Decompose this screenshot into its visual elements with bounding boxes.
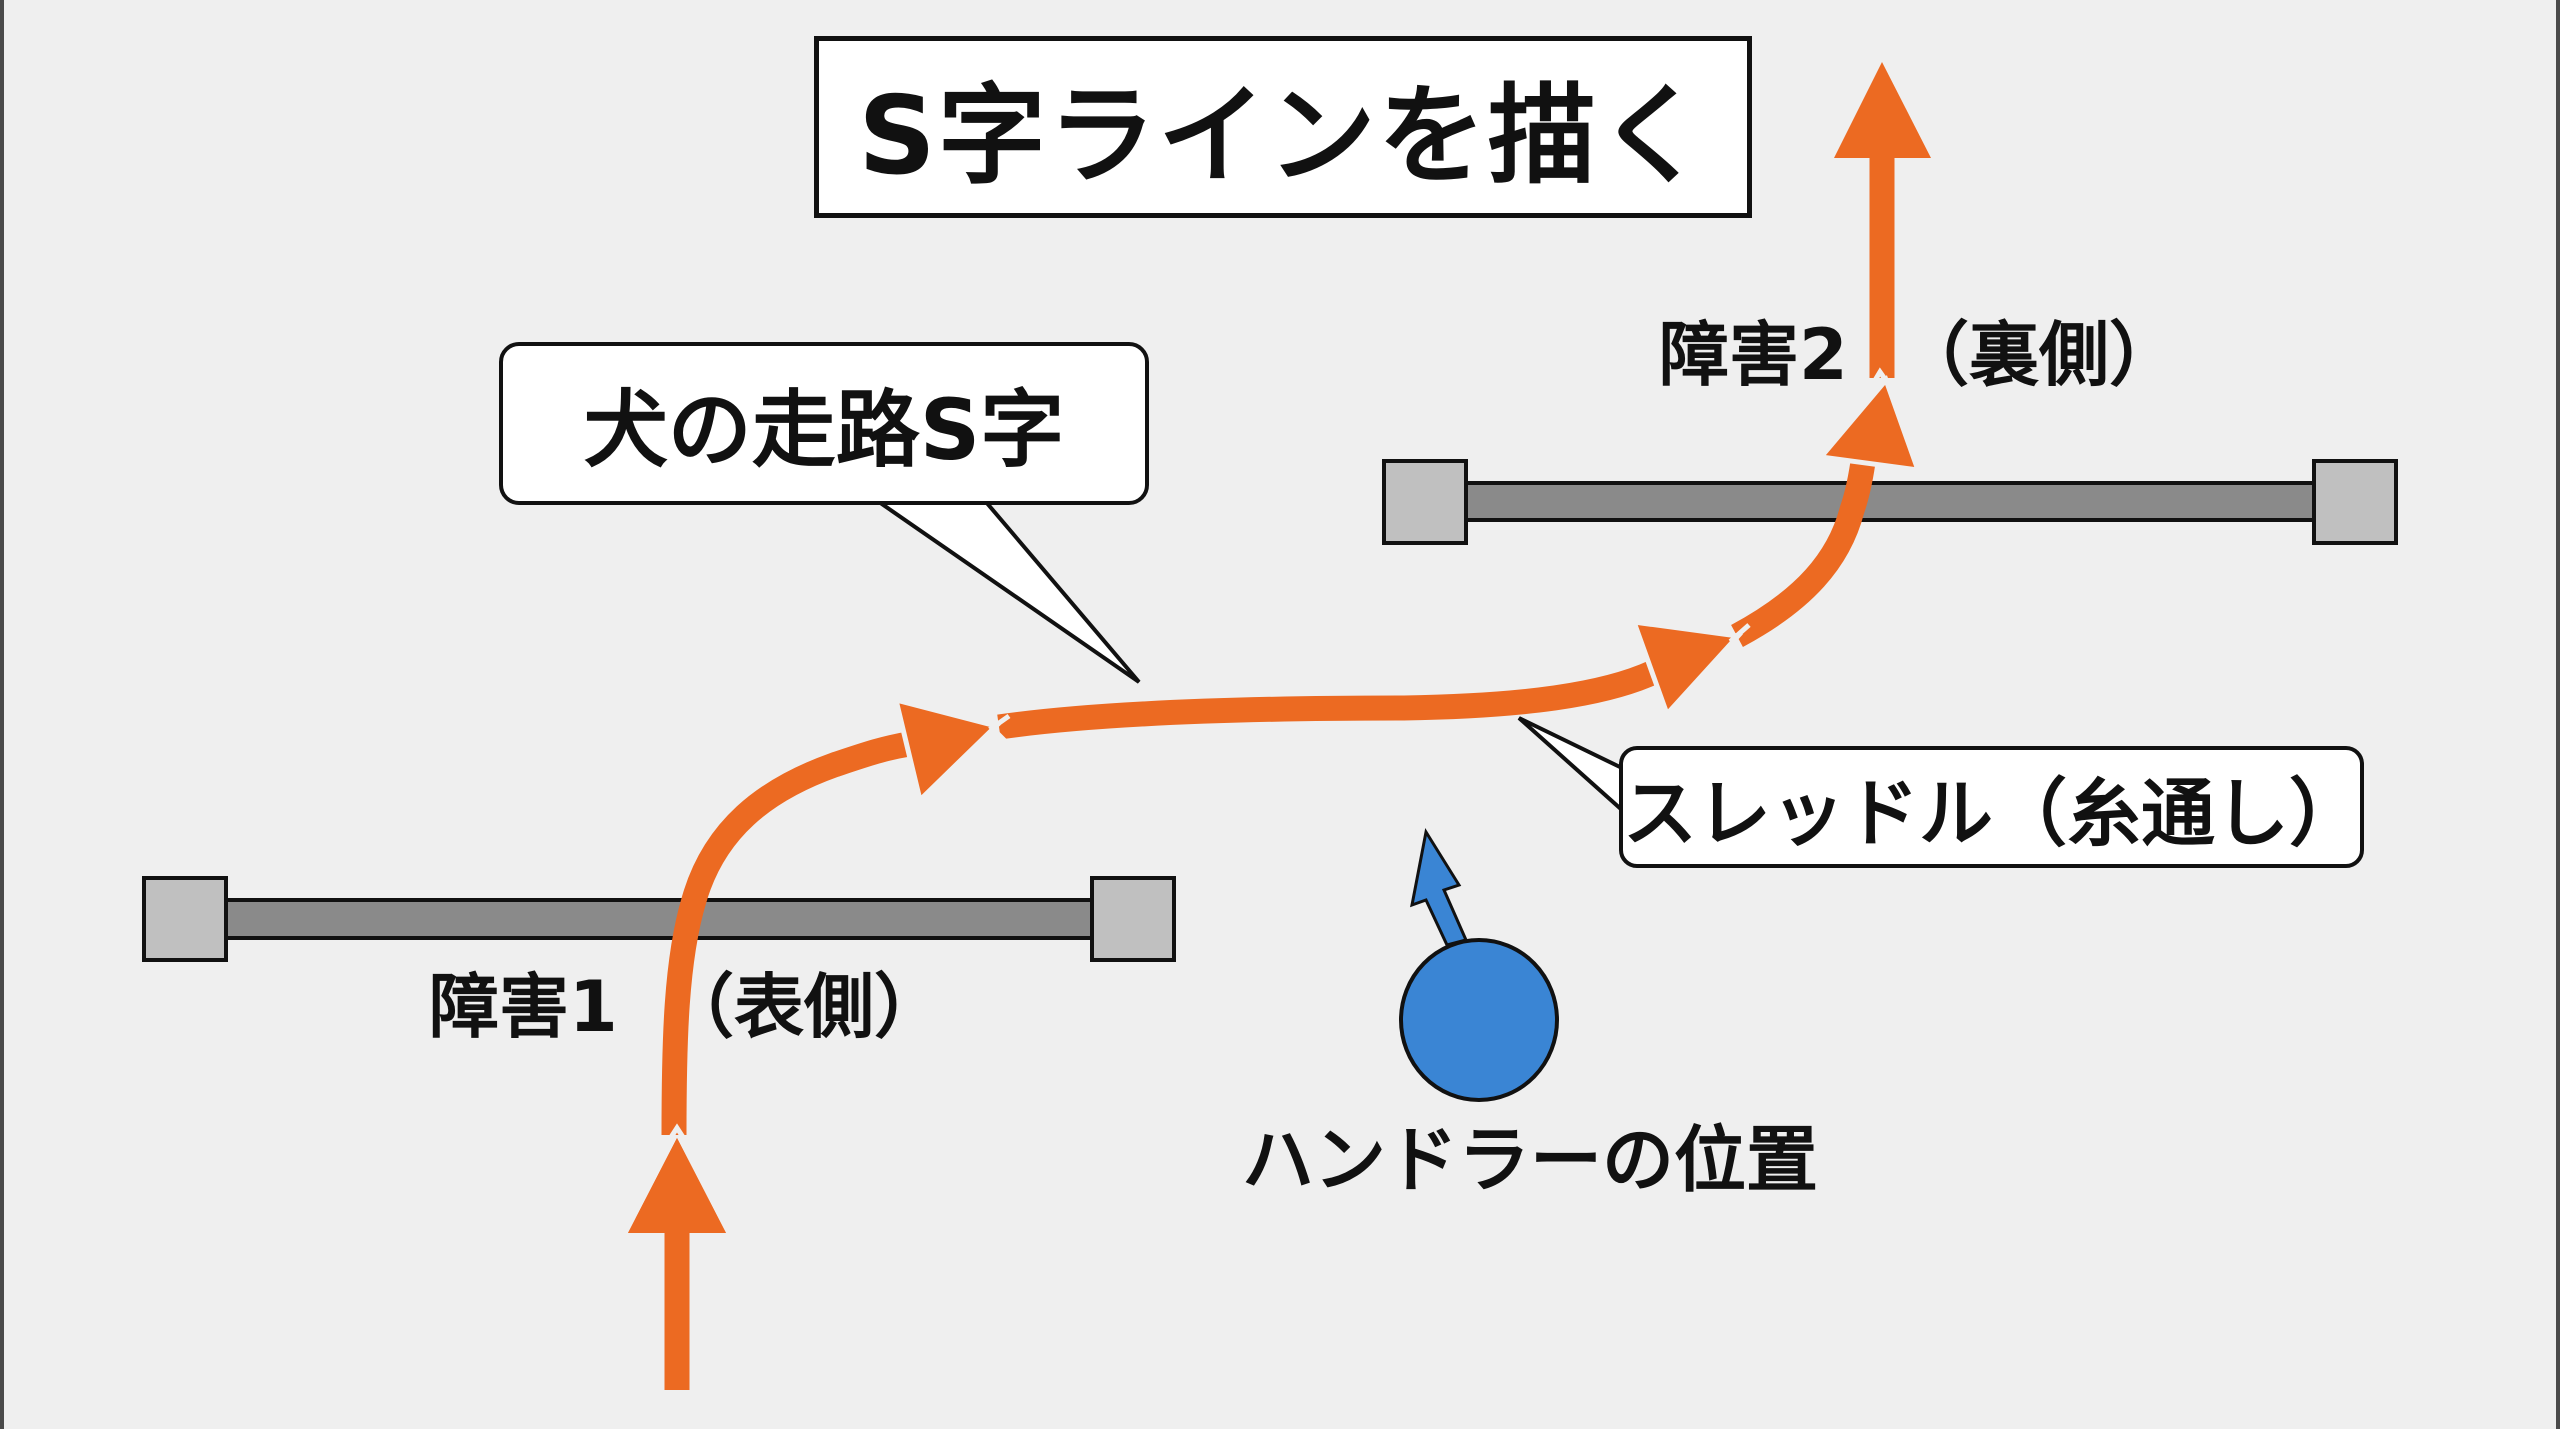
obstacle-1-side: （表側） — [664, 966, 944, 1048]
dog-path-segment-2 — [997, 660, 1660, 740]
notch-1 — [661, 1123, 693, 1150]
threadle-callout-text: スレッドル（糸通し） — [1623, 770, 2363, 857]
dog-path-callout-tail — [872, 500, 1141, 684]
arrowhead-2 — [892, 696, 1001, 805]
obstacle-2-bar — [1462, 481, 2318, 522]
handler-label: ハンドラーの位置 — [1242, 1118, 1819, 1202]
obstacle-2-side: （裏側） — [1899, 314, 2179, 396]
threadle-callout-tail — [1517, 716, 1624, 815]
handler-direction-arrow — [1410, 827, 1469, 947]
dog-path-line — [661, 155, 1895, 1390]
obstacle-1 — [142, 876, 1176, 962]
page-title: S字ラインを描く — [858, 74, 1708, 199]
obstacle-1-bar — [222, 898, 1096, 940]
obstacle-2-name: 障害2 — [1659, 314, 1848, 396]
arrowhead-exit — [1834, 62, 1931, 158]
threadle-callout: スレッドル（糸通し） — [1619, 746, 2364, 868]
title-box: S字ラインを描く — [814, 36, 1752, 218]
obstacle-1-right-post — [1090, 876, 1176, 962]
dog-path-callout-text: 犬の走路S字 — [583, 381, 1065, 479]
dog-path-arrowheads — [628, 62, 1931, 1233]
handler-marker — [1399, 938, 1559, 1102]
dog-path-segment-3 — [1731, 453, 1877, 648]
diagram-graphics — [142, 62, 2398, 1390]
arrowhead-3 — [1630, 618, 1744, 719]
dog-path-segment-1 — [661, 731, 912, 1136]
dog-path-callout: 犬の走路S字 — [499, 342, 1149, 505]
notch-2 — [988, 713, 1011, 747]
obstacle-2-left-post — [1382, 459, 1468, 545]
obstacle-2 — [1382, 459, 2398, 545]
path-notches — [661, 367, 1897, 1150]
arrowhead-4 — [1816, 375, 1922, 474]
arrowhead-1 — [628, 1138, 726, 1233]
notch-4 — [1865, 367, 1897, 394]
obstacle-1-left-post — [142, 876, 228, 962]
notch-3 — [1728, 623, 1751, 662]
handler — [1399, 827, 1559, 1102]
obstacle-1-name: 障害1 — [429, 966, 618, 1048]
obstacle-2-right-post — [2312, 459, 2398, 545]
